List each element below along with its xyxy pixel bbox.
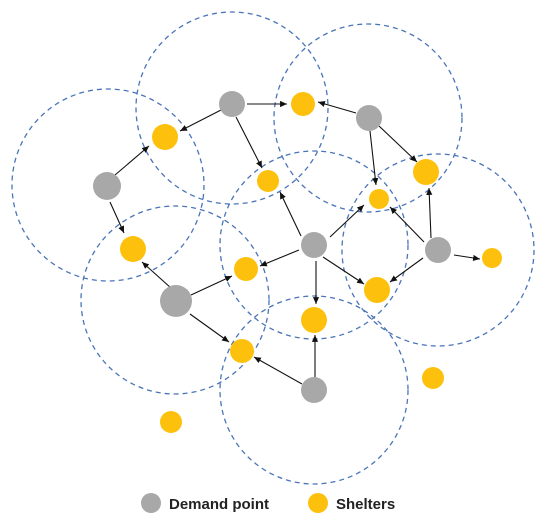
arrow [389,206,425,243]
arrow [426,187,433,239]
demand-point-node [356,105,382,131]
demand-point-node [301,377,327,403]
arrow [114,145,150,176]
coverage-circle-left [11,88,205,282]
arrow [317,100,357,114]
shelter-node [301,307,327,333]
shelter-node [257,170,279,192]
legend-demand-swatch [141,493,161,513]
shelter-node [413,159,439,185]
arrow [389,257,424,283]
legend-shelter-label: Shelters [336,496,395,513]
arrow [109,201,125,234]
arrow [235,116,263,169]
arrow [369,130,379,186]
shelter-node [234,257,258,281]
demand-point-node [301,232,327,258]
demand-point-node [93,172,121,200]
demand-point-node [219,91,245,117]
coverage-circles [11,11,535,485]
arrow [259,249,300,267]
arrow [453,254,481,261]
arrow [322,256,365,285]
demand-points [93,91,451,403]
arrow [179,109,222,132]
legend-demand-label: Demand point [169,496,269,513]
coverage-circle-bottom [219,295,409,485]
coverage-circle-top [135,11,329,205]
legend: Demand point Shelters [141,493,395,513]
assignment-arrows [109,100,481,385]
demand-point-node [160,285,192,317]
arrow [253,356,303,385]
shelter-node [291,92,315,116]
shelters [120,92,502,433]
arrow [141,261,172,289]
demand-point-node [425,237,451,263]
shelter-node [120,236,146,262]
coverage-circle-lower-left [80,205,270,395]
shelter-node [369,189,389,209]
coverage-circle-top-right [273,23,463,213]
shelter-node [364,277,390,303]
arrow [189,313,230,343]
arrow [190,275,233,296]
legend-shelter-swatch [308,493,328,513]
coverage-circle-right [341,153,535,347]
shelter-node [152,124,178,150]
shelter-node [160,411,182,433]
shelter-node [482,248,502,268]
shelter-node [422,367,444,389]
arrow [378,125,418,163]
arrow [329,204,365,238]
arrow [279,191,302,237]
shelter-node [230,339,254,363]
